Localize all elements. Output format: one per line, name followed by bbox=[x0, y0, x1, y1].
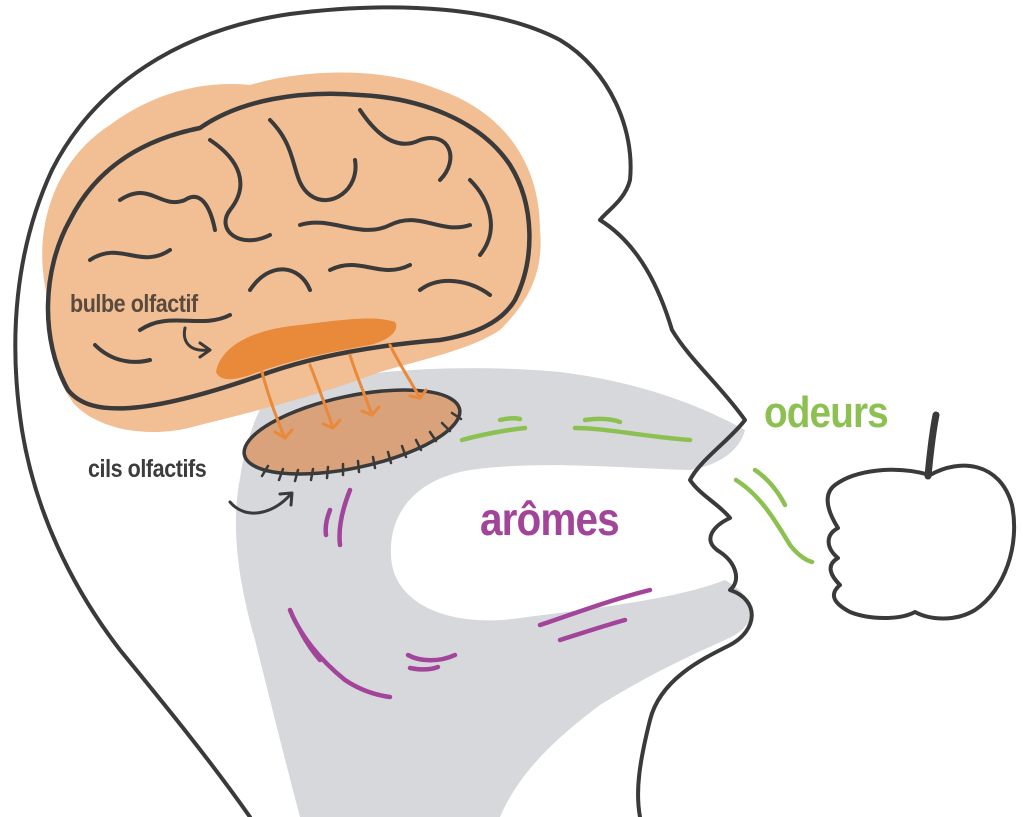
odeurs-label: odeurs bbox=[764, 388, 888, 438]
aromes-label: arômes bbox=[480, 492, 619, 546]
apple-outline bbox=[828, 466, 1015, 619]
cils-olfactifs-label: cils olfactifs bbox=[88, 455, 206, 484]
odor-strokes-outside bbox=[736, 470, 812, 562]
apple-stem bbox=[928, 415, 936, 476]
bulbe-olfactif-label: bulbe olfactif bbox=[70, 290, 198, 319]
